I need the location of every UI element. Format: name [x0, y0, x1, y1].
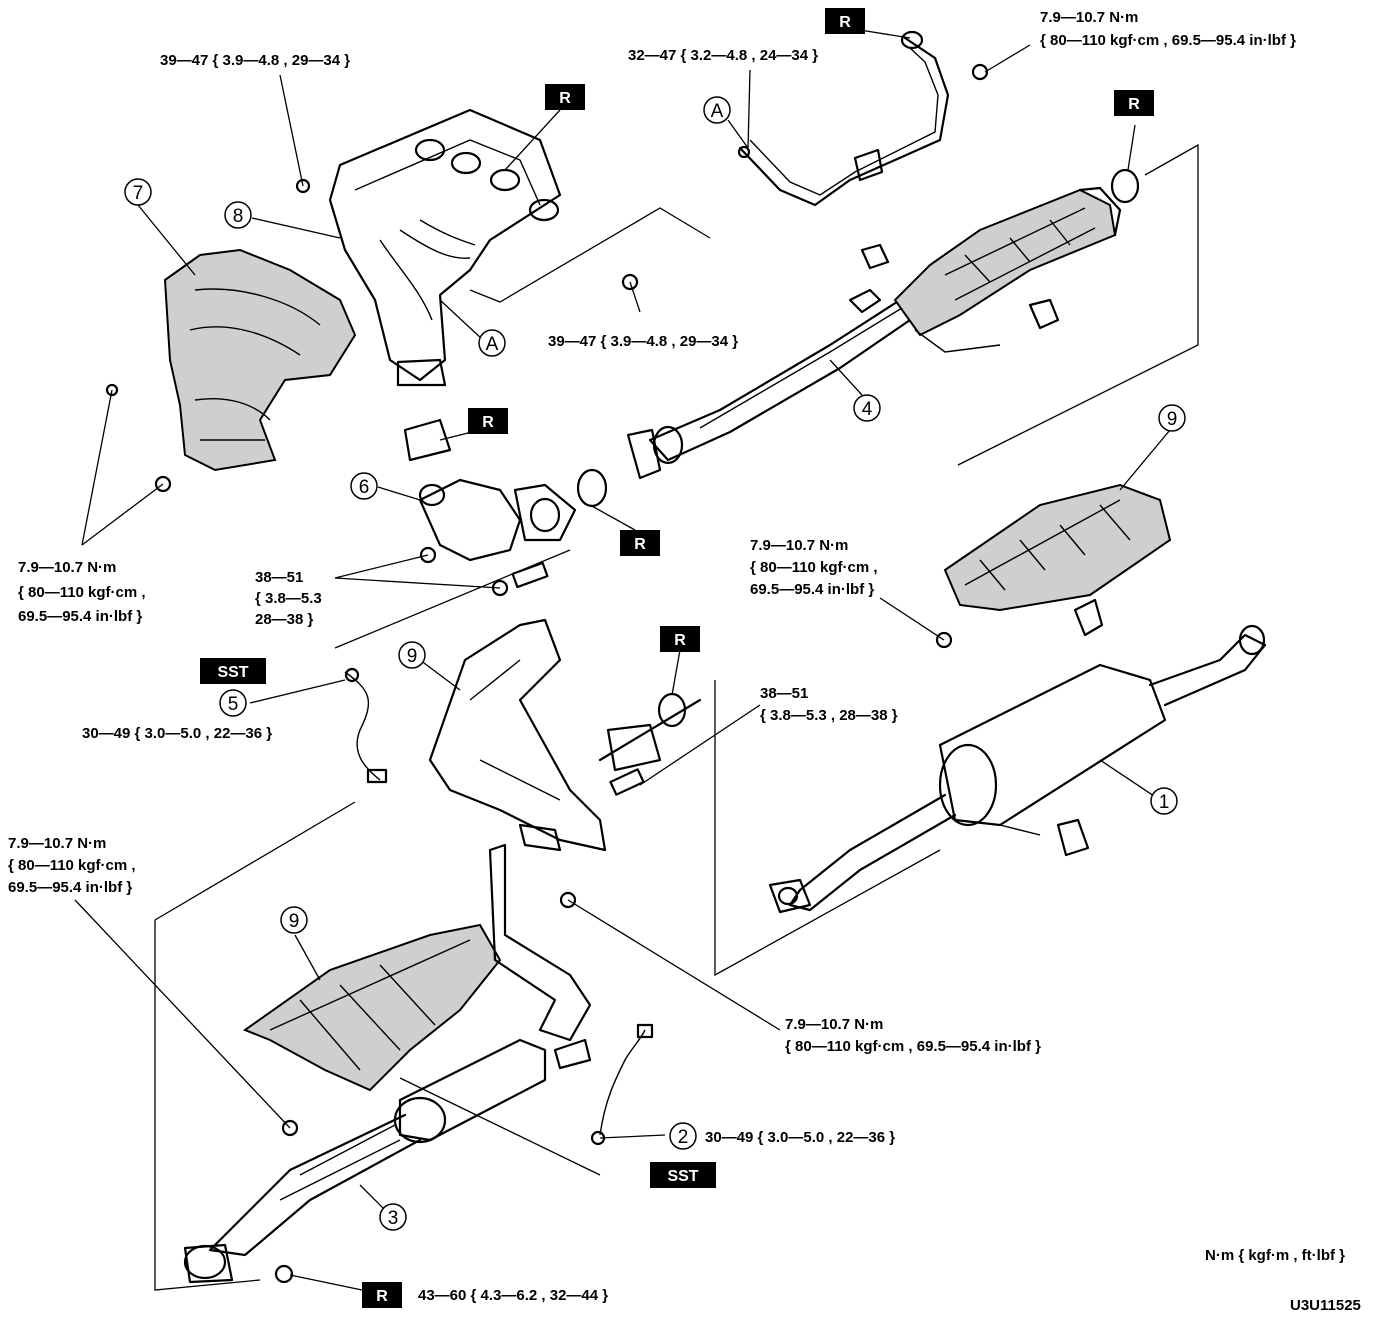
flange-part-6	[403, 418, 608, 589]
leader-lines	[74, 29, 1171, 1291]
svg-text:7: 7	[133, 183, 144, 204]
torque-flange-line1: 38—51	[255, 569, 303, 586]
callout-8: 8	[224, 201, 252, 229]
fasteners	[105, 63, 989, 1284]
oxygen-sensor-part-5	[344, 667, 388, 784]
svg-text:6: 6	[359, 477, 370, 498]
torque-left-line2: { 80—110 kgf·cm ,	[18, 584, 146, 601]
center-flange	[598, 692, 702, 796]
callout-5: 5	[219, 689, 247, 717]
svg-text:R: R	[482, 414, 494, 431]
torque-right-mid-line2: { 80—110 kgf·cm ,	[750, 559, 878, 576]
torque-flange-line2: { 3.8—5.3	[255, 590, 322, 607]
callout-9-lower: 9	[280, 906, 308, 934]
svg-text:R: R	[1128, 96, 1140, 113]
badge-r-bottom: R	[362, 1282, 402, 1308]
svg-text:9: 9	[289, 911, 300, 932]
torque-bracket: 39—47 { 3.9—4.8 , 29—34 }	[548, 333, 738, 350]
torque-left-line1: 7.9—10.7 N·m	[18, 559, 116, 576]
pipe-top	[738, 30, 950, 207]
torque-lower-center-line1: 7.9—10.7 N·m	[785, 1016, 883, 1033]
figure-code: U3U11525	[1290, 1297, 1361, 1314]
torque-center-line1: 38—51	[760, 685, 808, 702]
callout-9-center: 9	[398, 641, 426, 669]
torque-flange-line3: 28—38 }	[255, 611, 314, 628]
front-pipe-outline	[957, 143, 1199, 466]
torque-manifold: 39—47 { 3.9—4.8 , 29—34 }	[160, 52, 350, 69]
svg-text:R: R	[674, 632, 686, 649]
torque-right-mid-line1: 7.9—10.7 N·m	[750, 537, 848, 554]
svg-text:R: R	[634, 536, 646, 553]
torque-lower-center-line2: { 80—110 kgf·cm , 69.5—95.4 in·lbf }	[785, 1038, 1041, 1055]
heat-insulator-upper-right-part-9	[943, 483, 1172, 637]
torque-sensor-2: 30—49 { 3.0—5.0 , 22—36 }	[705, 1129, 895, 1146]
main-silencer-part-1	[768, 624, 1267, 914]
badge-r-center: R	[660, 626, 700, 652]
svg-text:4: 4	[862, 399, 873, 420]
catalytic-converter	[848, 168, 1140, 353]
callout-a-pipe: A	[703, 96, 731, 124]
svg-text:A: A	[486, 334, 499, 355]
front-pipe-part-4	[626, 298, 912, 480]
svg-text:5: 5	[228, 694, 239, 715]
units-note: N·m { kgf·m , ft·lbf }	[1205, 1247, 1345, 1264]
torque-lower-left-line3: 69.5—95.4 in·lbf }	[8, 879, 132, 896]
svg-text:9: 9	[1167, 409, 1178, 430]
torque-top-right-line1: 7.9—10.7 N·m	[1040, 9, 1138, 26]
oxygen-sensor-part-2	[590, 1023, 654, 1146]
center-outline	[714, 680, 941, 977]
heat-insulator-center-part-9	[428, 618, 607, 852]
exhaust-manifold-part-8	[328, 108, 562, 387]
svg-text:1: 1	[1159, 792, 1170, 813]
torque-left-line3: 69.5—95.4 in·lbf }	[18, 608, 142, 625]
callout-3: 3	[379, 1203, 407, 1231]
badge-r-gasket: R	[620, 530, 660, 556]
svg-text:SST: SST	[667, 1168, 698, 1185]
badge-r-right: R	[1114, 90, 1154, 116]
svg-text:9: 9	[407, 646, 418, 667]
badge-r-flange: R	[468, 408, 508, 434]
torque-center-line2: { 3.8—5.3 , 28—38 }	[760, 707, 898, 724]
torque-right-mid-line3: 69.5—95.4 in·lbf }	[750, 581, 874, 598]
badge-r-manifold: R	[545, 84, 585, 110]
svg-text:R: R	[839, 14, 851, 31]
svg-text:R: R	[376, 1288, 388, 1305]
svg-text:A: A	[711, 101, 724, 122]
callout-9-upper-right: 9	[1158, 404, 1186, 432]
callout-6: 6	[350, 472, 378, 500]
presilencer-part-3	[183, 843, 592, 1284]
callout-a-manifold: A	[478, 329, 506, 357]
svg-text:3: 3	[388, 1208, 399, 1229]
badge-r-top: R	[825, 8, 865, 34]
svg-text:8: 8	[233, 206, 244, 227]
callout-1: 1	[1150, 787, 1178, 815]
callout-7: 7	[124, 178, 152, 206]
svg-text:2: 2	[678, 1127, 689, 1148]
torque-lower-left-line2: { 80—110 kgf·cm ,	[8, 857, 136, 874]
badge-sst-left: SST	[200, 658, 266, 684]
callout-4: 4	[853, 394, 881, 422]
badge-sst-bottom: SST	[650, 1162, 716, 1188]
torque-lower-left-line1: 7.9—10.7 N·m	[8, 835, 106, 852]
manifold-outline	[469, 207, 711, 303]
heat-insulator-lower-part-9	[242, 923, 502, 1092]
torque-top-center: 32—47 { 3.2—4.8 , 24—34 }	[628, 47, 818, 64]
manifold-heat-insulator-part-7	[163, 248, 357, 472]
svg-text:SST: SST	[217, 664, 248, 681]
torque-bottom: 43—60 { 4.3—6.2 , 32—44 }	[418, 1287, 608, 1304]
callout-2: 2	[669, 1122, 697, 1150]
torque-sensor-5: 30—49 { 3.0—5.0 , 22—36 }	[82, 725, 272, 742]
torque-top-right-line2: { 80—110 kgf·cm , 69.5—95.4 in·lbf }	[1040, 32, 1296, 49]
svg-text:R: R	[559, 90, 571, 107]
